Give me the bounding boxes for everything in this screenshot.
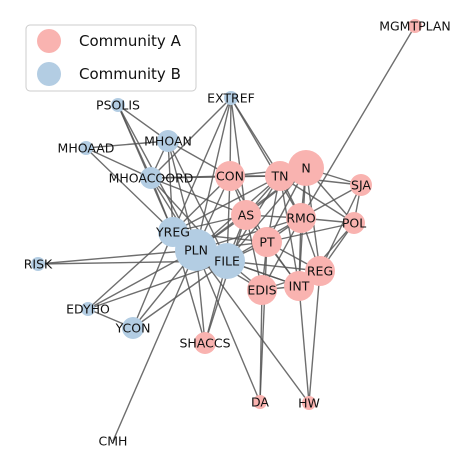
node-sja[interactable]: [350, 174, 372, 196]
node-label-edyho: EDYHO: [66, 302, 110, 317]
node-label-pln: PLN: [184, 243, 208, 258]
edge-mhoan-mhoaad: [85, 140, 169, 149]
node-mhoan[interactable]: [157, 130, 179, 152]
node-label-file: FILE: [214, 254, 240, 269]
edge-pln-risk: [37, 249, 197, 265]
legend-frame: [25, 24, 197, 92]
node-edis[interactable]: [247, 275, 277, 305]
node-con[interactable]: [215, 161, 245, 191]
node-label-shaccs: SHACCS: [179, 336, 230, 351]
edge-yreg-ycon: [132, 231, 174, 329]
node-label-yreg: YREG: [155, 225, 190, 240]
edge-hw-pln: [195, 249, 310, 404]
node-n[interactable]: [288, 150, 324, 186]
edge-reg-hw: [308, 270, 321, 404]
node-label-pt: PT: [259, 235, 275, 250]
edge-extref-rmo: [230, 97, 302, 219]
node-label-pol: POL: [342, 216, 366, 231]
node-mhoacoord[interactable]: [140, 167, 162, 189]
node-pt[interactable]: [252, 227, 282, 257]
node-psolis[interactable]: [111, 98, 125, 112]
node-ycon[interactable]: [122, 317, 144, 339]
edge-extref-pln: [195, 97, 232, 251]
node-label-reg: REG: [307, 264, 333, 279]
node-da[interactable]: [253, 395, 267, 409]
legend-swatch-community-a: [37, 29, 61, 53]
edge-pln-cmh: [112, 249, 197, 442]
node-label-cmh: CMH: [99, 434, 128, 449]
node-label-ycon: YCON: [115, 321, 151, 336]
node-label-mgmtplan: MGMTPLAN: [379, 19, 451, 34]
legend-swatch-community-b: [37, 62, 61, 86]
node-shaccs[interactable]: [194, 332, 216, 354]
edge-yreg-edyho: [87, 231, 174, 310]
edge-file-ycon: [132, 260, 228, 329]
node-label-hw: HW: [298, 396, 320, 411]
node-pln[interactable]: [175, 229, 217, 271]
edge-mhoaad-mhoacoord: [85, 147, 152, 179]
node-label-int: INT: [289, 279, 310, 294]
node-label-da: DA: [251, 395, 269, 410]
edge-extref-yreg: [172, 97, 232, 233]
edge-mhoan-file: [167, 140, 228, 262]
node-label-psolis: PSOLIS: [96, 98, 140, 113]
node-tn[interactable]: [265, 161, 295, 191]
node-rmo[interactable]: [286, 203, 316, 233]
edge-mhoaad-yreg: [85, 147, 174, 233]
legend: Community A Community B: [25, 24, 197, 92]
node-risk[interactable]: [31, 257, 45, 271]
edge-sja-reg: [319, 184, 362, 272]
node-label-extref: EXTREF: [207, 91, 255, 106]
edge-tn-int: [279, 175, 300, 287]
node-file[interactable]: [209, 243, 245, 279]
edge-da-pt: [259, 241, 268, 403]
node-label-as: AS: [238, 208, 255, 223]
edge-mhoan-yreg: [167, 140, 174, 233]
node-as[interactable]: [231, 200, 261, 230]
node-label-con: CON: [216, 169, 244, 184]
node-label-sja: SJA: [351, 178, 371, 193]
node-label-n: N: [301, 161, 310, 176]
node-label-mhoacoord: MHOACOORD: [109, 171, 194, 186]
legend-label-community-a: Community A: [79, 32, 182, 50]
node-reg[interactable]: [305, 256, 335, 286]
nodes-layer: [31, 19, 422, 410]
node-edyho[interactable]: [81, 302, 95, 316]
node-hw[interactable]: [302, 396, 316, 410]
node-label-rmo: RMO: [286, 211, 315, 226]
edge-extref-as: [230, 97, 247, 216]
node-label-mhoan: MHOAN: [144, 134, 192, 149]
edge-extref-mhoacoord: [150, 97, 232, 179]
edge-mhoacoord-as: [150, 177, 247, 216]
node-label-tn: TN: [271, 169, 289, 184]
node-label-risk: RISK: [24, 257, 53, 272]
legend-label-community-b: Community B: [79, 65, 181, 83]
node-label-edis: EDIS: [247, 283, 276, 298]
node-label-mhoaad: MHOAAD: [58, 141, 115, 156]
node-extref[interactable]: [224, 91, 238, 105]
node-pol[interactable]: [343, 212, 365, 234]
node-mhoaad[interactable]: [79, 141, 93, 155]
edge-shaccs-as: [204, 214, 247, 344]
node-int[interactable]: [284, 271, 314, 301]
edge-mgmtplan-rmo: [300, 25, 416, 219]
edge-extref-tn: [230, 97, 281, 177]
edge-tn-yreg: [172, 175, 281, 233]
node-mgmtplan[interactable]: [408, 19, 422, 33]
edge-int-hw: [298, 285, 310, 404]
